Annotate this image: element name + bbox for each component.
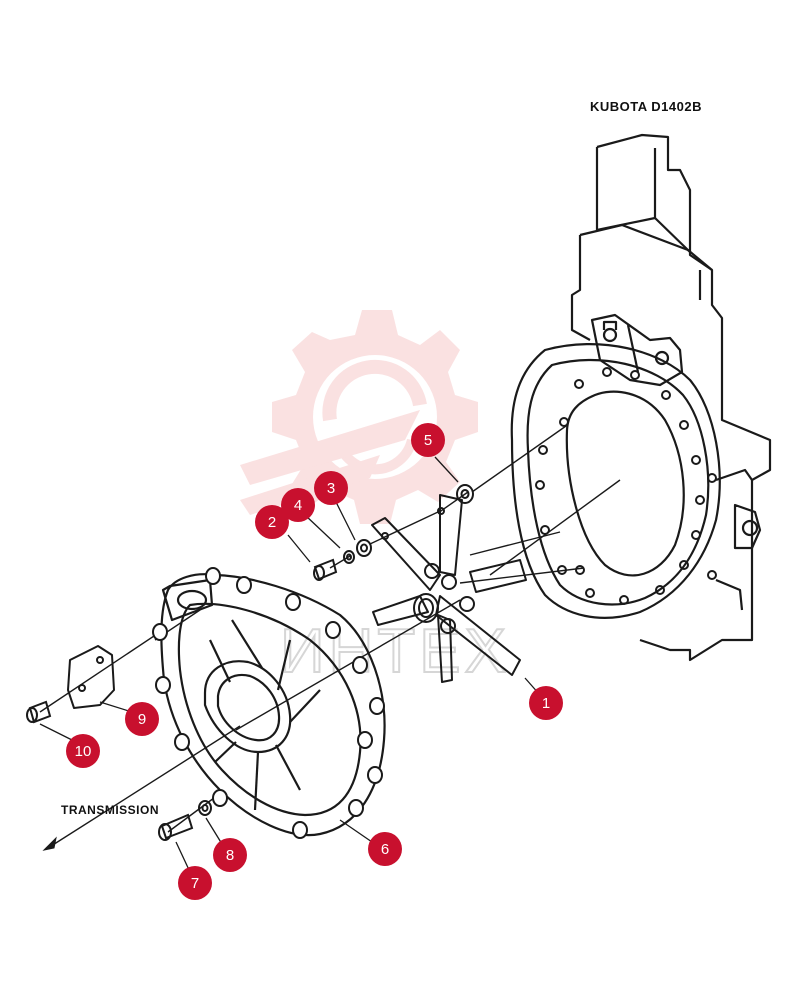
callout-10: 10 — [66, 734, 100, 768]
callout-6: 6 — [368, 832, 402, 866]
callout-4: 4 — [281, 488, 315, 522]
callout-1: 1 — [529, 686, 563, 720]
callout-8: 8 — [213, 838, 247, 872]
transmission-label: TRANSMISSION — [61, 803, 160, 817]
cover-plate — [67, 645, 115, 709]
drive-plate — [371, 494, 527, 683]
bolts — [26, 700, 212, 841]
callout-7: 7 — [178, 866, 212, 900]
engine-block — [510, 133, 772, 662]
watermark-logo — [240, 310, 478, 524]
callout-3: 3 — [314, 471, 348, 505]
callout-5: 5 — [411, 423, 445, 457]
hardware-small — [313, 484, 474, 581]
engine-model-label: KUBOTA D1402B — [590, 99, 702, 114]
callout-9: 9 — [125, 702, 159, 736]
housing-bolt-bosses — [152, 567, 385, 839]
watermark-text: ИНТЕХ — [280, 617, 510, 686]
leader-lines — [39, 456, 541, 873]
transmission-arrow-head — [42, 836, 57, 851]
